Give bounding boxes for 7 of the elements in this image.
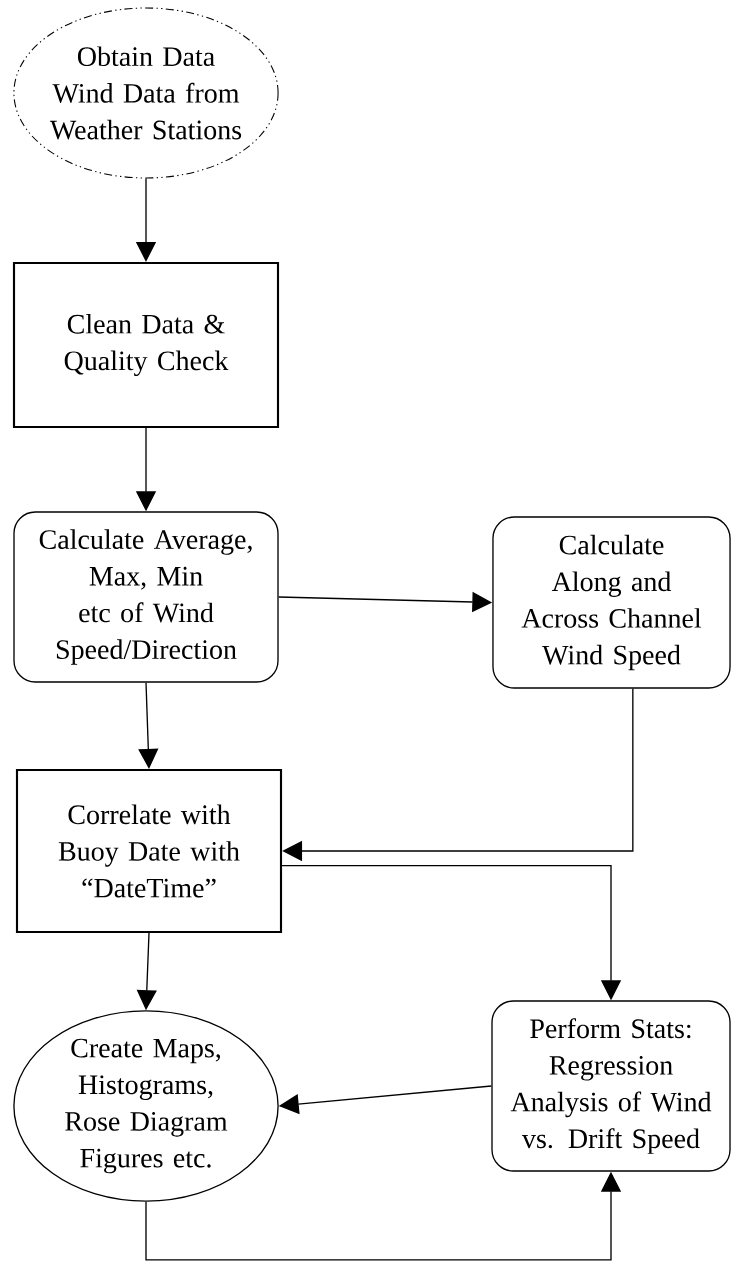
arrow [282, 687, 634, 862]
rounded-process-box: Calculate Average, Max, Min etc of Wind Speed/Direction [13, 511, 279, 683]
process-box: Clean Data & Quality Check [12, 261, 280, 429]
rounded-process-box: Calculate Along and Across Channel Wind Speed [492, 516, 731, 689]
process-box: Correlate with Buoy Date with “DateTime” [15, 768, 283, 934]
arrow [138, 682, 159, 769]
rounded-process-box: Perform Stats: Regression Analysis of Wind vs. Drift Speed [491, 1000, 731, 1172]
